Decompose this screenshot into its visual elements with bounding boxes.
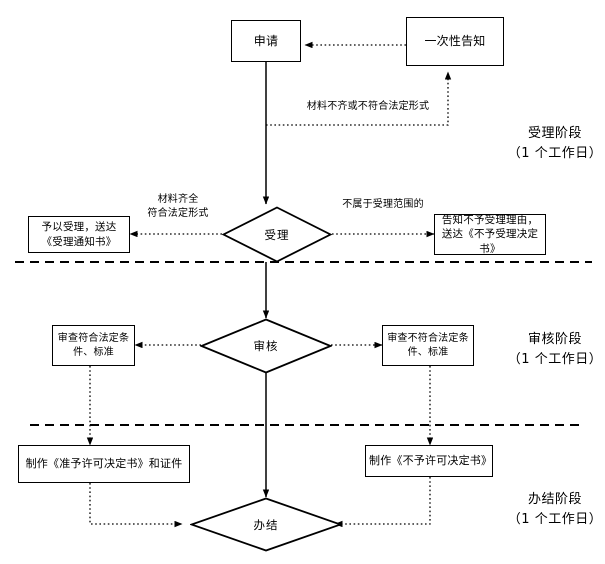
node-make-reject-label: 制作《不予许可决定书》 [369, 453, 493, 467]
node-one-time-notice[interactable]: 一次性告知 [406, 17, 504, 66]
node-finish[interactable]: 办结 [190, 497, 342, 552]
node-accept-no[interactable]: 告知不予受理理由，送达《不予受理决定书》 [434, 214, 546, 255]
node-review-pass-label: 审查符合法定条件、标准 [57, 333, 130, 358]
node-make-permit-label: 制作《准予许可决定书》和证件 [25, 456, 183, 470]
node-accept-decision[interactable]: 受理 [222, 206, 332, 263]
node-accept-yes[interactable]: 予以受理，送达 《受理通知书》 [28, 216, 130, 253]
node-accept-decision-label: 受理 [264, 227, 290, 242]
stage-label-completion: 办结阶段 （1 个工作日） [505, 490, 605, 529]
stage-review-duration: （1 个工作日） [507, 351, 603, 367]
stage-completion-duration: （1 个工作日） [507, 511, 603, 527]
stage-acceptance-duration: （1 个工作日） [507, 145, 603, 161]
stage-acceptance-name: 受理阶段 [527, 126, 582, 141]
node-finish-label: 办结 [253, 517, 279, 532]
edge-label-materials-incomplete: 材料不齐或不符合法定形式 [306, 101, 430, 112]
diamond-shape-review [200, 318, 332, 374]
node-review-fail[interactable]: 审查不符合法定条件、标准 [382, 325, 474, 366]
stage-label-review: 审核阶段 （1 个工作日） [505, 330, 605, 369]
edge-label-out-of-scope: 不属于受理范围的 [342, 199, 424, 210]
stage-review-name: 审核阶段 [527, 332, 582, 347]
node-make-permit[interactable]: 制作《准予许可决定书》和证件 [18, 445, 190, 483]
node-review-pass[interactable]: 审查符合法定条件、标准 [52, 325, 135, 366]
stage-label-acceptance: 受理阶段 （1 个工作日） [505, 124, 605, 163]
edge-label-materials-complete: 材料齐全 符合法定形式 [147, 194, 209, 219]
node-one-time-notice-label: 一次性告知 [424, 34, 486, 49]
node-review-fail-label: 审查不符合法定条件、标准 [387, 333, 469, 358]
node-review-decision-label: 审核 [253, 339, 279, 353]
diamond-shape-finish [190, 497, 342, 552]
node-make-reject[interactable]: 制作《不予许可决定书》 [365, 445, 493, 477]
node-review-decision[interactable]: 审核 [200, 318, 332, 374]
stage-completion-name: 办结阶段 [527, 492, 582, 507]
diamond-shape-accept [222, 206, 332, 263]
node-accept-yes-label: 予以受理，送达 《受理通知书》 [41, 221, 117, 248]
node-apply-label: 申请 [253, 33, 279, 48]
node-apply[interactable]: 申请 [231, 20, 301, 62]
node-accept-no-label: 告知不予受理理由，送达《不予受理决定书》 [441, 214, 539, 255]
